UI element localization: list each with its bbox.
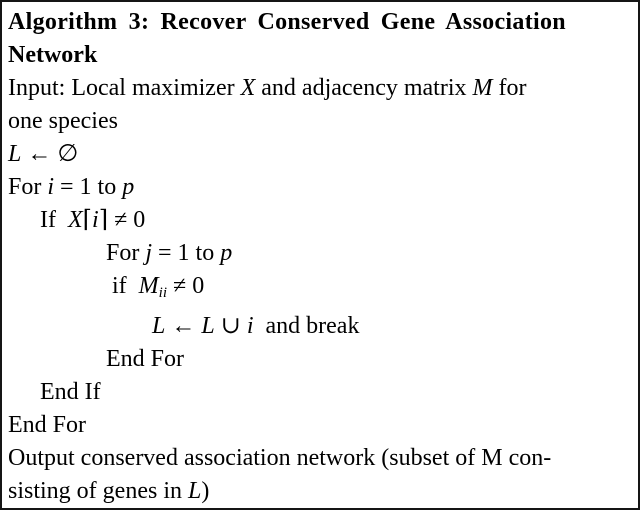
text-segment: X [240, 75, 256, 101]
text-segment: L [188, 478, 202, 504]
text-segment: Output conserved association network (su… [8, 445, 552, 471]
text-segment: ← ∅ [21, 141, 79, 167]
text-segment: sisting of genes in [8, 478, 188, 504]
algo-line: one species [8, 105, 632, 138]
algo-line: Algorithm 3: Recover Conserved Gene Asso… [8, 6, 632, 39]
algo-line: End For [8, 409, 632, 442]
text-segment: ) [201, 478, 210, 504]
text-segment: M [472, 75, 493, 101]
text-segment: ⌉ ≠ 0 [98, 207, 146, 233]
text-segment: ≠ 0 [167, 273, 205, 299]
text-segment: ← [165, 313, 202, 339]
text-segment: ⌈ [82, 207, 93, 233]
text-segment: If [40, 207, 68, 233]
algo-line: If X⌈i⌉ ≠ 0 [8, 204, 632, 237]
text-segment: i [47, 174, 55, 200]
text-segment: Algorithm 3: Recover Conserved Gene Asso… [8, 9, 566, 35]
algo-line: sisting of genes in L) [8, 475, 632, 508]
text-segment: For [8, 174, 48, 200]
algo-line: Output conserved association network (su… [8, 442, 632, 475]
text-segment: X [67, 207, 83, 233]
text-segment: one species [8, 108, 118, 134]
algo-line: Input: Local maximizer X and adjacency m… [8, 72, 632, 105]
text-segment: i [246, 313, 254, 339]
text-segment: if [106, 273, 139, 299]
text-segment: End If [40, 379, 101, 405]
text-segment: ∪ [214, 313, 247, 339]
text-segment: p [220, 240, 233, 266]
text-segment: L [201, 313, 215, 339]
text-segment: p [122, 174, 135, 200]
text-segment: For [106, 240, 146, 266]
text-segment: Network [8, 42, 98, 68]
text-segment: L [8, 141, 22, 167]
subscript-text: ii [158, 285, 168, 301]
text-segment: j [145, 240, 153, 266]
text-segment: and break [253, 313, 360, 339]
algo-line: L ← ∅ [8, 138, 632, 171]
algo-line: For i = 1 to p [8, 171, 632, 204]
text-segment: M [138, 273, 159, 299]
text-segment: = 1 to [152, 240, 221, 266]
text-segment: L [152, 313, 166, 339]
text-segment: = 1 to [54, 174, 123, 200]
algo-line: For j = 1 to p [8, 237, 632, 270]
algo-line: L ← L ∪ i and break [8, 310, 632, 343]
algo-line: End For [8, 343, 632, 376]
text-segment: i [92, 207, 99, 233]
algo-line: if Mii ≠ 0 [8, 270, 632, 310]
text-segment: End For [8, 412, 86, 438]
text-segment: for [492, 75, 527, 101]
algo-line: End If [8, 376, 632, 409]
algo-line: Network [8, 39, 632, 72]
text-segment: End For [106, 346, 184, 372]
text-segment: and adjacency matrix [255, 75, 473, 101]
text-segment: Input: Local maximizer [8, 75, 241, 101]
